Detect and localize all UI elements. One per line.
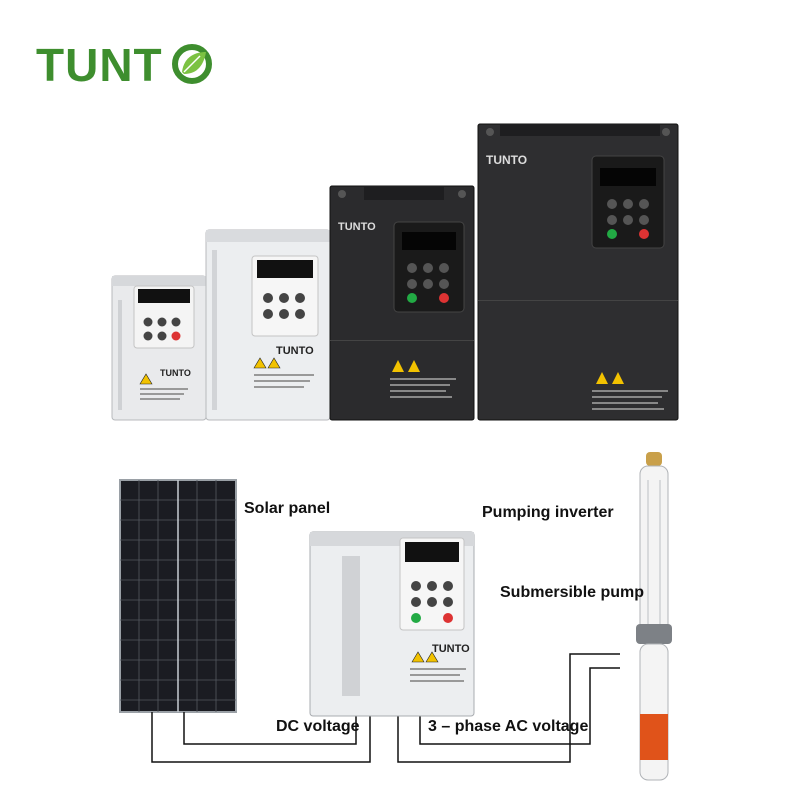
submersible-pump-label: Submersible pump <box>500 584 645 601</box>
wiring <box>151 653 620 763</box>
solar-panel-label: Solar panel <box>244 500 331 517</box>
inverter-medium-brand: TUNTO <box>276 345 314 357</box>
submersible-pump-image <box>636 452 672 781</box>
system-diagram: TUNTO <box>119 452 672 781</box>
solar-panel-image <box>119 479 237 713</box>
inverter-dark-large: TUNTO <box>477 123 679 421</box>
leaf-logo-icon <box>172 44 212 84</box>
inverter-dark-medium: TUNTO <box>329 185 475 421</box>
inverter-medium-white: TUNTO <box>205 229 331 421</box>
dc-voltage-label: DC voltage <box>276 718 360 735</box>
pumping-inverter-label: Pumping inverter <box>482 504 614 521</box>
inverter-large-brand: TUNTO <box>486 153 527 167</box>
inverter-small-brand: TUNTO <box>160 368 191 378</box>
inverter-small-white: TUNTO <box>111 275 207 421</box>
brand-logo-text: TUNT <box>36 39 163 91</box>
ac-voltage-label: 3 – phase AC voltage <box>428 718 589 735</box>
inverter-diagram-brand: TUNTO <box>432 643 470 655</box>
inverter-lineup: TUNTO TUNTO TUNTO TUNTO <box>111 123 679 421</box>
inverter-diagram: TUNTO <box>309 531 475 717</box>
inverter-dark-brand: TUNTO <box>338 221 376 233</box>
